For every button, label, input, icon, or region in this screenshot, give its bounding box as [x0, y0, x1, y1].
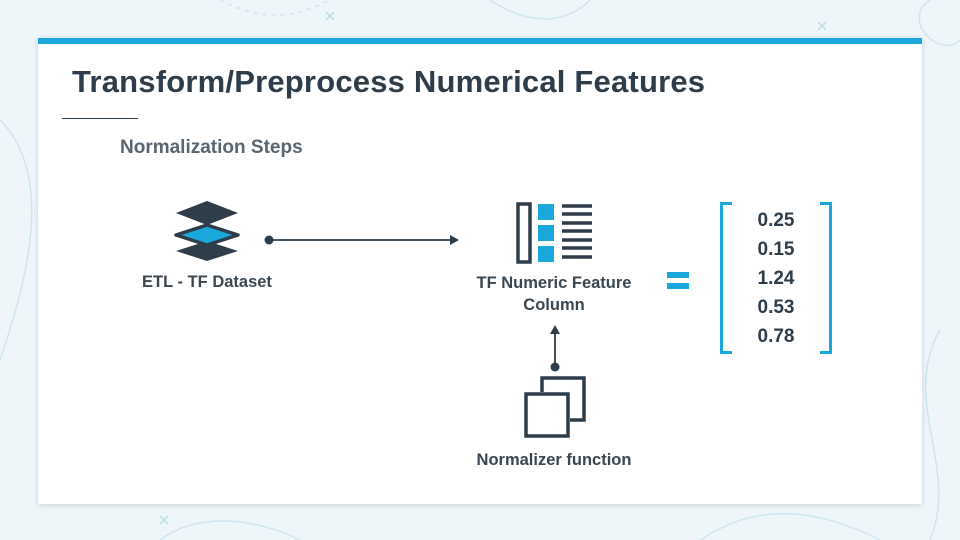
dataset-label: ETL - TF Dataset: [142, 273, 272, 291]
equals-icon: [667, 272, 689, 289]
vector-value: 0.15: [757, 239, 795, 260]
flow-arrow-right: [264, 235, 459, 245]
layers-icon: [174, 201, 240, 261]
overlapping-squares-icon: [524, 376, 586, 438]
vector-values: 0.25 0.15 1.24 0.53 0.78: [720, 206, 832, 351]
vector-value: 0.78: [757, 326, 795, 347]
right-bracket: [820, 202, 832, 354]
normalized-values-vector: 0.25 0.15 1.24 0.53 0.78: [720, 202, 832, 354]
section-subtitle: Normalization Steps: [120, 137, 303, 158]
feature-column-label: TF Numeric Feature Column: [454, 272, 654, 316]
feature-column-label-line2: Column: [523, 296, 585, 314]
left-bracket: [720, 202, 732, 354]
flow-arrow-up: [550, 325, 560, 372]
slide-title: Transform/Preprocess Numerical Features: [72, 64, 706, 99]
vector-value: 0.53: [757, 297, 795, 318]
slide-card: Transform/Preprocess Numerical Features …: [38, 38, 922, 504]
vector-value: 1.24: [757, 268, 795, 289]
feature-column-icon: [516, 202, 592, 264]
title-underline: [62, 118, 138, 119]
vector-value: 0.25: [757, 210, 795, 231]
normalizer-label: Normalizer function: [476, 451, 632, 469]
feature-column-label-line1: TF Numeric Feature: [476, 274, 632, 292]
